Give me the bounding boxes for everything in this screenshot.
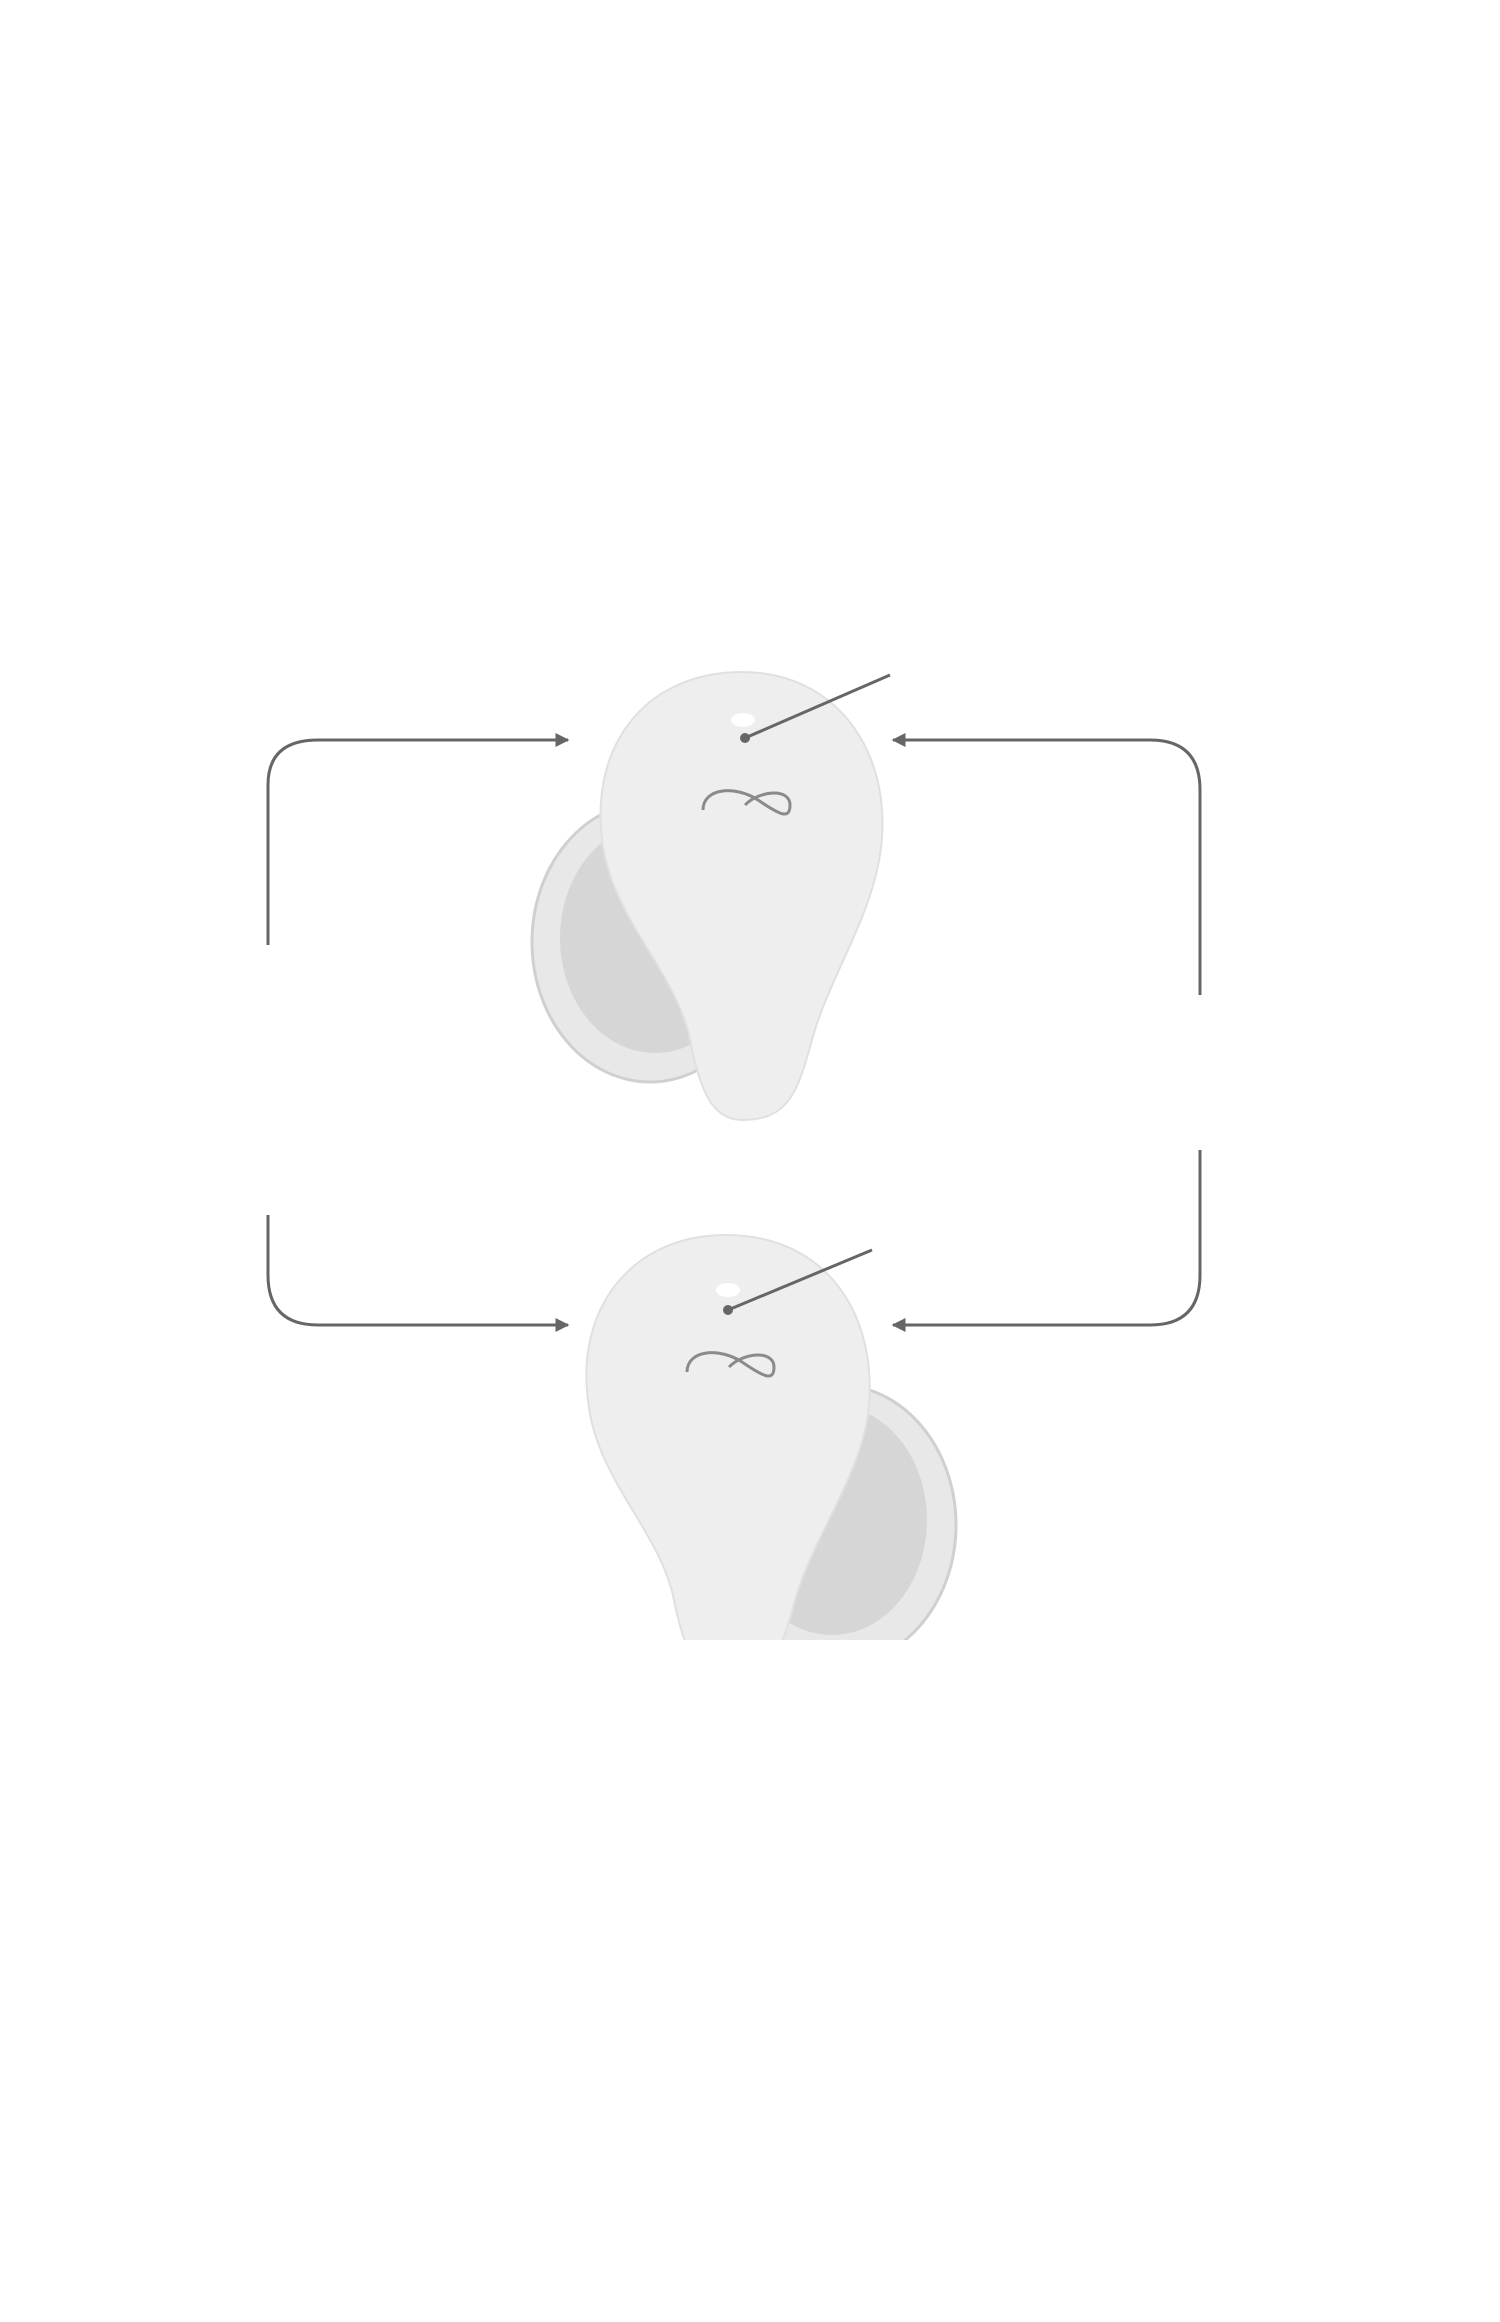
left-bottom-arrow	[268, 1215, 568, 1325]
top-earbud-image	[532, 672, 883, 1120]
diagram-graphic	[0, 620, 1500, 1640]
operation-diagram	[0, 620, 1500, 1640]
bottom-touch-point	[723, 1305, 733, 1315]
right-top-arrow	[893, 740, 1200, 995]
right-bottom-arrow	[893, 1150, 1200, 1325]
left-top-arrow	[268, 740, 568, 945]
top-touch-point	[740, 733, 750, 743]
bottom-earbud-image	[586, 1235, 956, 1640]
